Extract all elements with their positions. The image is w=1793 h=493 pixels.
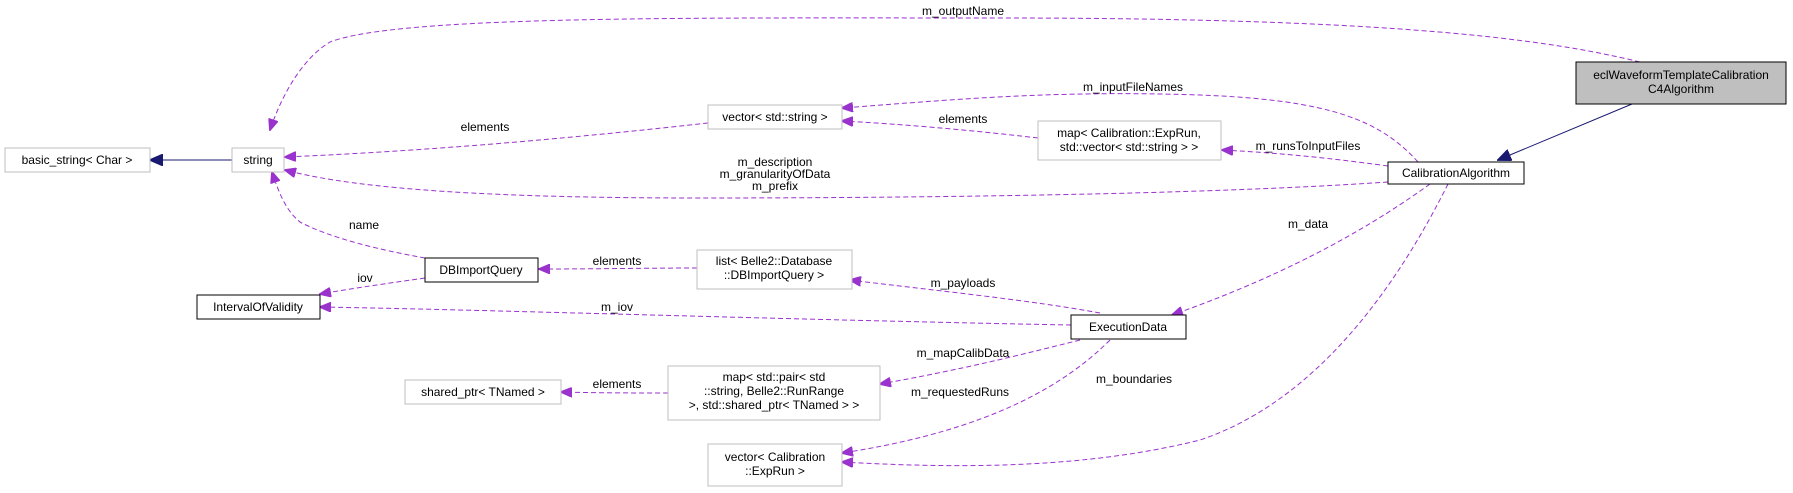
edge-labels: m_outputName m_inputFileNames elements e… (349, 4, 1360, 399)
svg-text:shared_ptr< TNamed >: shared_ptr< TNamed > (421, 385, 545, 399)
text-line: m_inputFileNames (1083, 80, 1183, 94)
svg-text:basic_string< Char >: basic_string< Char > (22, 153, 133, 167)
label-m-requestedRuns: m_requestedRuns (911, 385, 1009, 399)
node-vector-string[interactable]: vector< std::string > (707, 104, 843, 130)
edge-m-requestedRuns[interactable] (842, 339, 1111, 453)
text-line: eclWaveformTemplateCalibration (1593, 68, 1769, 82)
edge-iov[interactable] (320, 277, 426, 294)
label-m-mapCalibData: m_mapCalibData (917, 346, 1010, 360)
text-line: m_data (1288, 217, 1328, 231)
edge-m-outputName[interactable] (270, 17, 1641, 130)
edge-m-payloads[interactable] (850, 280, 1101, 314)
node-map-exprun[interactable]: map< Calibration::ExpRun,std::vector< st… (1037, 120, 1222, 161)
node-calibration-algorithm[interactable]: CalibrationAlgorithm (1387, 161, 1525, 185)
edge-list-elements[interactable] (539, 268, 698, 269)
text-line: >, std::shared_ptr< TNamed > > (689, 398, 860, 412)
svg-text:DBImportQuery: DBImportQuery (439, 263, 522, 277)
label-m-boundaries: m_boundaries (1096, 372, 1172, 386)
text-line: m_boundaries (1096, 372, 1172, 386)
text-line: m_prefix (752, 179, 798, 193)
text-line: DBImportQuery (439, 263, 522, 277)
text-line: m_granularityOfData (720, 167, 831, 181)
text-line: m_mapCalibData (917, 346, 1010, 360)
svg-text:string: string (243, 153, 272, 167)
label-m-data: m_data (1288, 217, 1328, 231)
node-map-pair[interactable]: map< std::pair< std::string, Belle2::Run… (667, 365, 881, 421)
edge-m-runsToInputFiles[interactable] (1222, 150, 1389, 167)
node-shared-ptr[interactable]: shared_ptr< TNamed > (404, 379, 562, 405)
text-line: elements (939, 112, 988, 126)
node-string[interactable]: string (231, 147, 285, 173)
text-line: iov (357, 271, 372, 285)
text-line: vector< Calibration (725, 450, 825, 464)
text-line: ExecutionData (1089, 320, 1167, 334)
label-vector-elements: elements (461, 120, 510, 134)
text-line: map< std::pair< std (723, 370, 826, 384)
text-line: map< Calibration::ExpRun, (1057, 126, 1201, 140)
text-line: elements (593, 377, 642, 391)
text-line: ::string, Belle2::RunRange (704, 384, 844, 398)
edge-m-iov[interactable] (320, 307, 1072, 326)
node-basic-string[interactable]: basic_string< Char > (4, 147, 151, 173)
text-line: string (243, 153, 272, 167)
svg-text:CalibrationAlgorithm: CalibrationAlgorithm (1402, 166, 1510, 180)
label-list-elements: elements (593, 254, 642, 268)
label-m-payloads: m_payloads (931, 276, 996, 290)
text-line: std::vector< std::string > > (1060, 140, 1198, 154)
text-line: m_description (738, 155, 813, 169)
text-line: m_runsToInputFiles (1256, 139, 1361, 153)
text-line: elements (593, 254, 642, 268)
text-line: m_iov (601, 300, 633, 314)
label-m-inputFileNames: m_inputFileNames (1083, 80, 1183, 94)
svg-text:list< Belle2::Database::DBImpo: list< Belle2::Database::DBImportQuery > (716, 254, 833, 282)
svg-text:map< std::pair< std::string, B: map< std::pair< std::string, Belle2::Run… (689, 370, 860, 412)
svg-text:vector< Calibration::ExpRun >: vector< Calibration::ExpRun > (725, 450, 825, 478)
text-line: C4Algorithm (1648, 82, 1714, 96)
label-map-elements: elements (939, 112, 988, 126)
edge-m-description[interactable] (285, 170, 1389, 199)
edge-shared-elements[interactable] (561, 392, 669, 393)
label-m-runsToInputFiles: m_runsToInputFiles (1256, 139, 1361, 153)
svg-text:eclWaveformTemplateCalibration: eclWaveformTemplateCalibrationC4Algorith… (1593, 68, 1769, 96)
text-line: vector< std::string > (722, 110, 827, 124)
edge-m-boundaries[interactable] (842, 183, 1449, 466)
text-line: m_outputName (922, 4, 1004, 18)
edge-m-inputFileNames[interactable] (842, 93, 1419, 163)
edges (150, 17, 1641, 466)
node-db-import-query[interactable]: DBImportQuery (424, 257, 539, 283)
edge-map-elements[interactable] (842, 121, 1039, 139)
svg-text:vector< std::string >: vector< std::string > (722, 110, 827, 124)
text-line: ::DBImportQuery > (724, 268, 824, 282)
node-list-db[interactable]: list< Belle2::Database::DBImportQuery > (696, 249, 853, 290)
edge-inherit-focus-calibration (1498, 103, 1633, 160)
text-line: ::ExpRun > (745, 464, 805, 478)
text-line: basic_string< Char > (22, 153, 133, 167)
edge-m-data[interactable] (1172, 183, 1431, 315)
text-line: list< Belle2::Database (716, 254, 833, 268)
text-line: m_payloads (931, 276, 996, 290)
text-line: CalibrationAlgorithm (1402, 166, 1510, 180)
node-interval-of-validity[interactable]: IntervalOfValidity (196, 294, 321, 320)
label-iov: iov (357, 271, 372, 285)
node-vector-exprun[interactable]: vector< Calibration::ExpRun > (707, 443, 843, 487)
label-m-outputName: m_outputName (922, 4, 1004, 18)
label-m-iov: m_iov (601, 300, 633, 314)
label-name: name (349, 218, 379, 232)
edge-name[interactable] (272, 172, 426, 259)
text-line: shared_ptr< TNamed > (421, 385, 545, 399)
svg-text:map< Calibration::ExpRun,std::: map< Calibration::ExpRun,std::vector< st… (1057, 126, 1201, 154)
node-execution-data[interactable]: ExecutionData (1070, 314, 1187, 340)
label-shared-elements: elements (593, 377, 642, 391)
text-line: IntervalOfValidity (213, 300, 303, 314)
svg-text:IntervalOfValidity: IntervalOfValidity (213, 300, 303, 314)
text-line: name (349, 218, 379, 232)
svg-text:ExecutionData: ExecutionData (1089, 320, 1167, 334)
text-line: elements (461, 120, 510, 134)
text-line: m_requestedRuns (911, 385, 1009, 399)
